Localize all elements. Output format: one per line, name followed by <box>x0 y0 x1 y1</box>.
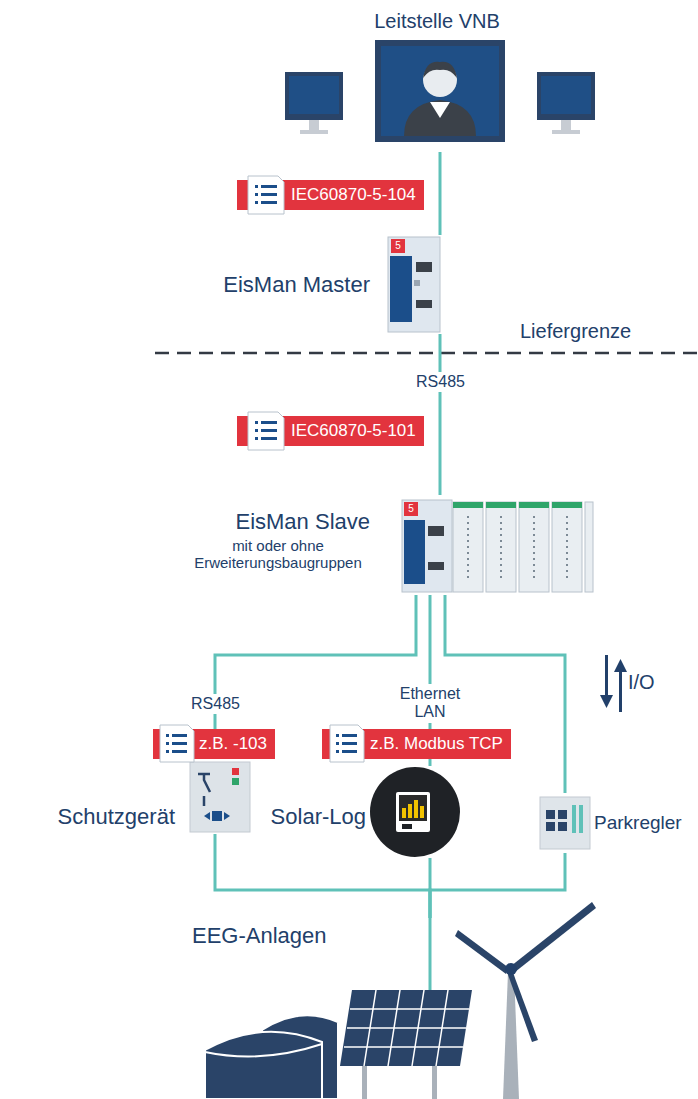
monitor-illustration <box>285 40 595 142</box>
solar-log-box: Solar-Log <box>262 766 461 858</box>
protection-device <box>190 762 250 832</box>
node-title: Parkregler <box>594 812 682 834</box>
protocol-label: IEC60870-5-104 <box>237 180 424 210</box>
park-controller-device <box>540 797 590 849</box>
node-title: EisMan Slave <box>235 509 370 534</box>
logo-mark: 5 <box>391 239 405 253</box>
protocol-label: z.B. Modbus TCP <box>322 729 511 759</box>
plant-wire <box>429 918 432 992</box>
io-arrows <box>600 655 627 712</box>
node-title: Leitstelle VNB <box>277 10 597 33</box>
bus-label: Ethernet LAN <box>389 684 471 723</box>
node-subtitle: mit oder ohne Erweiterungsbaugruppen <box>183 537 373 572</box>
node-title: EEG-Anlagen <box>192 923 327 948</box>
connector <box>439 334 442 495</box>
park-controller-box: Parkregler <box>538 793 696 853</box>
protocol-label: z.B. -103 <box>153 729 275 759</box>
node-title: Solar-Log <box>271 804 366 829</box>
protocol-label: IEC60870-5-101 <box>237 416 424 446</box>
solar-log-device <box>370 767 460 857</box>
delivery-border <box>155 352 698 355</box>
node-title: Schutzgerät <box>58 804 175 829</box>
connector <box>439 152 442 235</box>
control-center: Leitstelle VNB <box>277 6 601 152</box>
slave-device <box>402 500 593 592</box>
bus-label: RS485 <box>188 694 243 714</box>
node-title: EisMan Master <box>223 272 370 297</box>
slave-device-box: EisMan Slave mit oder ohne Erweiterungsba… <box>140 495 595 595</box>
master-device-box: EisMan Master <box>170 235 445 334</box>
protection-device-box: Schutzgerät <box>15 758 255 834</box>
logo-mark: 5 <box>404 502 418 516</box>
delivery-border-label: Liefergrenze <box>520 320 631 343</box>
plants-box: EEG-Anlagen <box>185 918 605 1099</box>
io-label: I/O <box>628 671 655 694</box>
master-device <box>388 237 440 332</box>
bus-label: RS485 <box>413 372 468 392</box>
connector <box>215 834 430 918</box>
connector <box>430 853 565 918</box>
